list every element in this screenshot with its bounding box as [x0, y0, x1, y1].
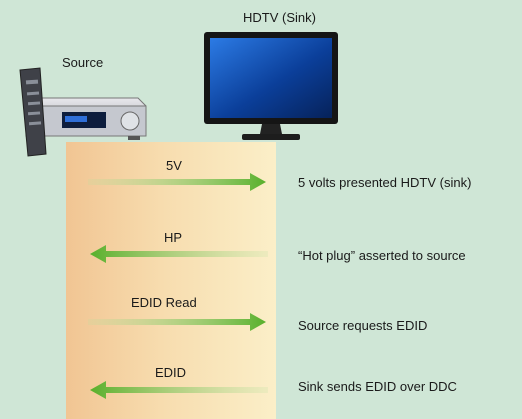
signal-description: “Hot plug” asserted to source — [298, 248, 466, 263]
signal-label: 5V — [166, 158, 182, 173]
arrow-hp — [90, 245, 268, 263]
signal-label: EDID — [155, 365, 187, 380]
signal-label: EDID Read — [131, 295, 197, 310]
arrow-edid — [90, 381, 268, 399]
arrow-5v — [88, 173, 266, 191]
signal-description: Sink sends EDID over DDC — [298, 379, 457, 394]
signal-description: 5 volts presented HDTV (sink) — [298, 175, 472, 190]
sink-label: HDTV (Sink) — [243, 10, 316, 25]
remote-control-icon — [19, 67, 47, 157]
source-label: Source — [62, 55, 104, 70]
hdtv-icon — [204, 32, 338, 140]
arrow-edid-read — [88, 313, 266, 331]
signal-label: HP — [164, 230, 183, 245]
transfer-column — [66, 142, 276, 419]
set-top-box-icon — [25, 97, 147, 140]
signal-description: Source requests EDID — [298, 318, 428, 333]
